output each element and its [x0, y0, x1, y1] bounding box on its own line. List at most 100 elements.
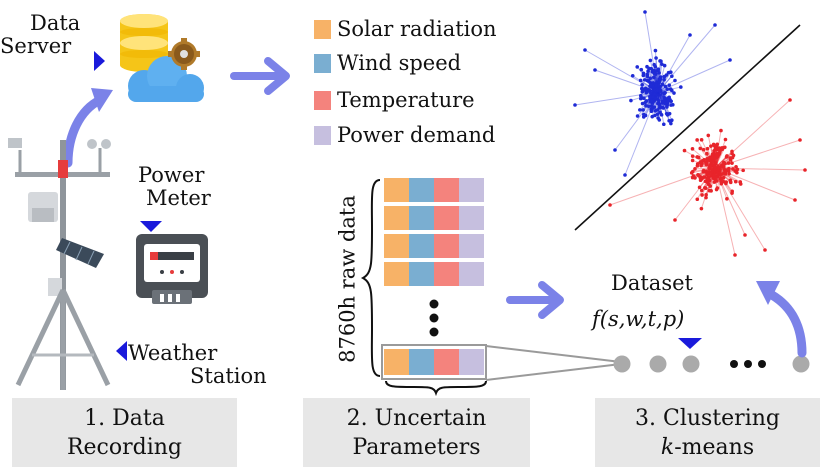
dataset-point	[613, 355, 631, 373]
cluster-point	[699, 188, 704, 193]
data-server-marker-icon	[94, 51, 105, 71]
weather-station-marker-icon	[116, 341, 127, 361]
cluster-point	[709, 189, 713, 193]
cluster-point	[699, 138, 704, 142]
data-row	[384, 206, 484, 230]
cluster-point	[670, 74, 674, 78]
cluster-point	[656, 116, 660, 120]
data-table	[381, 178, 487, 380]
cluster-point	[723, 161, 727, 166]
cluster-point	[735, 170, 739, 175]
cluster-point	[721, 165, 726, 169]
cluster-point	[654, 56, 658, 60]
cluster-point	[641, 73, 646, 78]
cluster-red	[608, 98, 807, 257]
cluster-point	[661, 106, 666, 110]
cluster-point	[713, 23, 717, 27]
cluster-point	[648, 94, 652, 99]
cluster-point	[649, 83, 653, 88]
cluster-point	[573, 103, 577, 107]
database-cloud-icon	[120, 14, 204, 102]
cluster-point	[653, 48, 658, 53]
caption-uncertain-parameters: 2. Uncertain Parameters	[303, 398, 530, 467]
cluster-point	[803, 168, 807, 172]
cluster-point	[653, 109, 658, 113]
decision-boundary-line	[574, 24, 801, 231]
cluster-point	[730, 189, 734, 194]
arrow-to-parameters-icon	[230, 57, 290, 95]
cluster-point	[705, 178, 710, 183]
cluster-point	[642, 78, 647, 82]
cluster-point	[701, 169, 706, 174]
weather-station-label: Weather Station	[128, 341, 267, 388]
feed-clustering-curved-arrow-icon	[756, 281, 807, 358]
cluster-point	[635, 114, 640, 118]
cluster-point	[656, 101, 660, 106]
cluster-scatter-plot	[573, 10, 807, 257]
legend-swatch	[314, 90, 331, 110]
legend-swatch	[314, 19, 331, 39]
cluster-point	[728, 180, 733, 185]
weather-station-icon	[8, 138, 111, 390]
data-server-label: Data Server	[0, 11, 81, 58]
cluster-point	[655, 88, 660, 93]
cluster-point	[730, 149, 734, 154]
legend-item-solar: Solar radiation	[314, 17, 497, 40]
cluster-point	[658, 76, 663, 81]
cluster-point	[704, 169, 708, 174]
cluster-point	[709, 144, 713, 148]
gear-icon	[168, 38, 200, 70]
cluster-centroid	[710, 163, 720, 173]
cluster-point	[648, 58, 653, 63]
cluster-point	[644, 99, 649, 103]
cluster-point	[714, 187, 719, 192]
cluster-point	[651, 75, 656, 80]
cluster-point	[669, 121, 673, 126]
legend-item-temperature: Temperature	[314, 88, 475, 111]
cluster-point	[665, 100, 670, 104]
cluster-point	[691, 169, 695, 174]
cluster-point	[718, 173, 722, 177]
cluster-point	[672, 91, 676, 95]
cluster-point	[661, 122, 666, 127]
cluster-point	[668, 87, 673, 91]
data-row	[384, 262, 484, 286]
cluster-point	[652, 71, 657, 76]
cluster-point	[714, 151, 719, 156]
cluster-point	[698, 160, 703, 164]
cluster-point	[665, 87, 670, 91]
bottom-brace	[385, 380, 487, 397]
power-meter-marker-icon	[140, 221, 162, 232]
cluster-blue	[573, 10, 732, 177]
ellipsis-dot	[730, 360, 738, 368]
power-meter-label: Power Meter	[138, 163, 211, 210]
cluster-point	[690, 158, 695, 163]
cluster-point	[728, 58, 732, 62]
cluster-point	[728, 156, 732, 160]
dataset-point	[649, 355, 667, 373]
dataset-point	[792, 355, 810, 373]
cluster-point	[659, 59, 663, 63]
cluster-point	[646, 104, 651, 109]
cluster-point	[638, 96, 643, 101]
cluster-point	[650, 95, 655, 99]
cluster-point	[727, 166, 731, 171]
cluster-point	[653, 95, 658, 100]
dataset-marker-icon	[678, 338, 702, 349]
dataset-function-label: f(s,w,t,p)	[592, 307, 685, 331]
cluster-point	[662, 74, 667, 79]
cluster-point	[793, 198, 797, 202]
cluster-point	[695, 138, 699, 142]
cluster-point	[670, 118, 674, 122]
cluster-point	[719, 128, 723, 133]
cluster-point	[705, 146, 710, 151]
row-to-dots-connector	[485, 345, 622, 381]
cluster-point	[650, 114, 655, 119]
cluster-point	[699, 206, 704, 211]
cluster-point	[712, 148, 716, 153]
cluster-point	[660, 62, 664, 66]
caption-data-recording: 1. Data Recording	[12, 398, 237, 467]
cluster-point	[648, 80, 653, 85]
cluster-point	[666, 70, 671, 75]
cluster-point	[723, 137, 728, 142]
